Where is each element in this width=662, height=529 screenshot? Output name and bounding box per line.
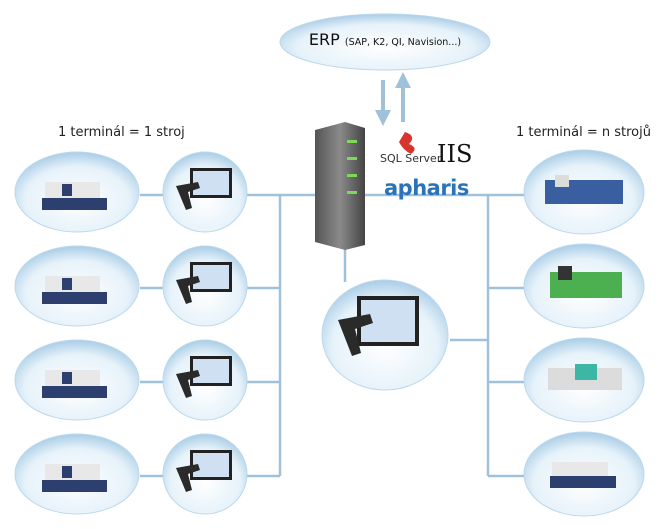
terminal-scanner-icons [176, 168, 419, 492]
erp-systems: (SAP, K2, QI, Navision...) [344, 37, 462, 48]
erp-bubble [279, 13, 491, 71]
erp-title: ERP [308, 30, 340, 49]
connector-lines [140, 193, 525, 478]
machine-icons [42, 175, 623, 492]
left-group-label: 1 terminál = 1 stroj [58, 125, 185, 140]
right-group-label: 1 terminál = n strojů [516, 125, 651, 140]
right-machine-bubbles [523, 149, 645, 517]
sql-server-logo [399, 132, 415, 154]
iis-text: IIS [437, 140, 473, 168]
sql-server-text: SQL Server [380, 152, 442, 165]
erp-arrows [375, 72, 411, 126]
erp-label: ERP (SAP, K2, QI, Navision...) [285, 30, 485, 49]
server-icon [315, 122, 365, 250]
apharis-logo: apharis [384, 176, 469, 200]
